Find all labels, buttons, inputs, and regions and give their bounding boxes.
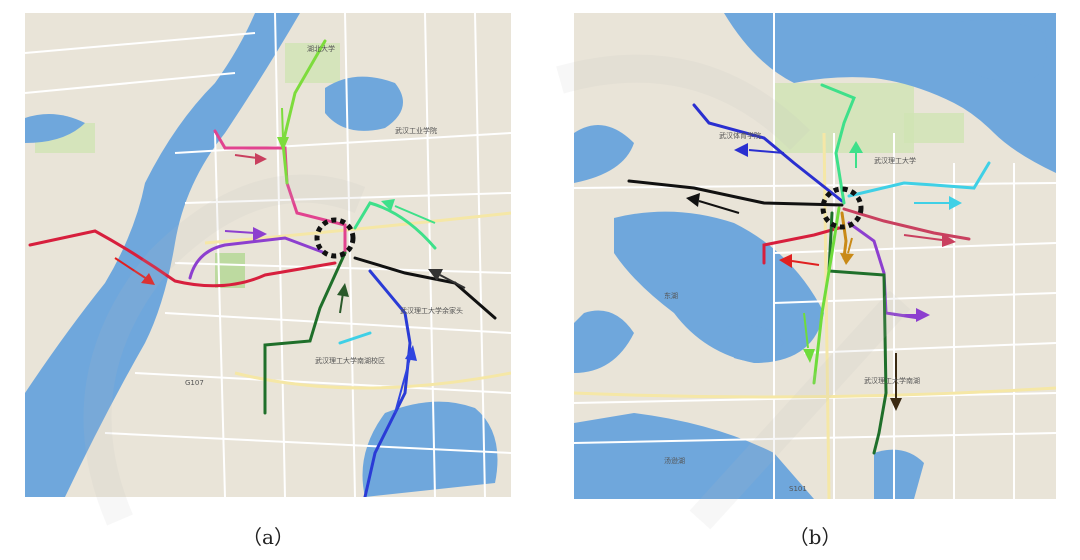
route-cyan <box>847 161 991 198</box>
label-wut-yujiatou: 武汉理工大学余家头 <box>400 306 463 315</box>
arrow-black <box>439 274 466 289</box>
trajectory-routes <box>28 39 497 497</box>
arrow-black-head <box>428 269 443 281</box>
label-wut-nanhu: 武汉理工大学南湖 <box>864 376 920 385</box>
map-panel-a: 湖北大学 武汉工业学院 武汉理工大学余家头 武汉理工大学南湖校区 G107 <box>25 13 511 497</box>
arrow-rose <box>903 234 943 241</box>
label-wut: 武汉理工大学 <box>874 156 916 165</box>
arrow-cyan-head <box>949 196 962 210</box>
arrow-black-head <box>686 193 700 207</box>
arrow-lime <box>803 312 809 349</box>
arrow-amber <box>847 237 853 254</box>
arrow-mint <box>394 205 436 224</box>
map-panel-b: 武汉体育学院 武汉理工大学 武汉理工大学南湖 东湖 汤逊湖 S101 <box>574 13 1056 499</box>
arrow-rose-head <box>942 233 956 247</box>
arrow-blue-head <box>405 345 417 361</box>
lake <box>25 114 85 143</box>
lake <box>724 325 784 361</box>
label-wuhan-industrial: 武汉工业学院 <box>395 126 437 135</box>
major-roads <box>574 132 1056 499</box>
map-labels: 武汉体育学院 武汉理工大学 武汉理工大学南湖 东湖 汤逊湖 S101 <box>664 131 920 493</box>
arrow-blue-head <box>734 143 748 157</box>
arrow-pink <box>234 154 258 159</box>
label-wuhan-sports: 武汉体育学院 <box>719 131 761 140</box>
route-black <box>353 256 497 320</box>
arrow-brown-head <box>890 398 902 411</box>
arrow-amber-head <box>840 253 854 265</box>
lake <box>954 19 1047 84</box>
arrow-purple <box>224 230 256 234</box>
label-s101: S101 <box>789 485 807 493</box>
route-red <box>28 229 337 288</box>
map-a-canvas: 湖北大学 武汉工业学院 武汉理工大学余家头 武汉理工大学南湖校区 G107 <box>25 13 511 497</box>
arrow-purple-head <box>916 308 930 322</box>
label-wut-nanhu: 武汉理工大学南湖校区 <box>315 356 385 365</box>
arrow-mint-head <box>849 141 863 153</box>
arrow-dark-green-head <box>337 283 349 297</box>
arrow-lime-head <box>803 349 815 363</box>
arrow-light-green <box>281 107 284 139</box>
route-mint <box>353 201 437 250</box>
direction-arrows <box>686 141 962 411</box>
arrow-pink-head <box>255 153 267 165</box>
route-black <box>627 179 844 207</box>
label-east-lake: 东湖 <box>664 291 678 300</box>
arrow-purple-head <box>253 227 267 241</box>
trajectory-routes <box>627 83 991 455</box>
arrow-blue <box>394 357 411 414</box>
arrow-red-head <box>779 254 792 268</box>
lake <box>574 125 634 183</box>
route-red <box>762 226 841 265</box>
caption-b: （b） <box>788 525 842 549</box>
route-purple <box>188 236 327 280</box>
route-rose <box>842 207 971 241</box>
road-network <box>25 13 511 497</box>
direction-arrows <box>114 107 466 414</box>
label-hubei-university: 湖北大学 <box>307 44 335 53</box>
route-blue <box>692 103 844 203</box>
tangxun-lake <box>574 413 814 499</box>
arrow-dark-green <box>339 292 344 314</box>
lake <box>574 310 634 373</box>
hub-marker <box>314 217 356 259</box>
route-lime <box>812 206 841 385</box>
label-tangxun-lake: 汤逊湖 <box>664 456 685 465</box>
arrow-blue <box>748 149 785 154</box>
map-labels: 湖北大学 武汉工业学院 武汉理工大学余家头 武汉理工大学南湖校区 G107 <box>185 44 463 387</box>
map-b-canvas: 武汉体育学院 武汉理工大学 武汉理工大学南湖 东湖 汤逊湖 S101 <box>574 13 1056 499</box>
park-area <box>904 113 964 143</box>
lake <box>325 76 403 131</box>
caption-a: （a） <box>242 525 294 549</box>
arrow-red <box>791 260 820 266</box>
route-light-green <box>281 39 327 185</box>
route-dark-green <box>263 251 347 415</box>
yangtze-river <box>25 13 300 497</box>
arrow-red <box>114 257 151 282</box>
label-g107: G107 <box>185 379 204 387</box>
lake <box>874 449 924 499</box>
route-cyan <box>338 331 372 345</box>
route-mint <box>820 83 856 205</box>
arrow-light-green-head <box>277 137 289 151</box>
hub-marker <box>820 186 864 230</box>
arrow-red-head <box>141 273 155 285</box>
arrow-black <box>698 200 740 214</box>
arrow-mint-head <box>381 199 395 211</box>
route-amber <box>840 211 848 260</box>
nanhu-lake <box>614 211 824 363</box>
